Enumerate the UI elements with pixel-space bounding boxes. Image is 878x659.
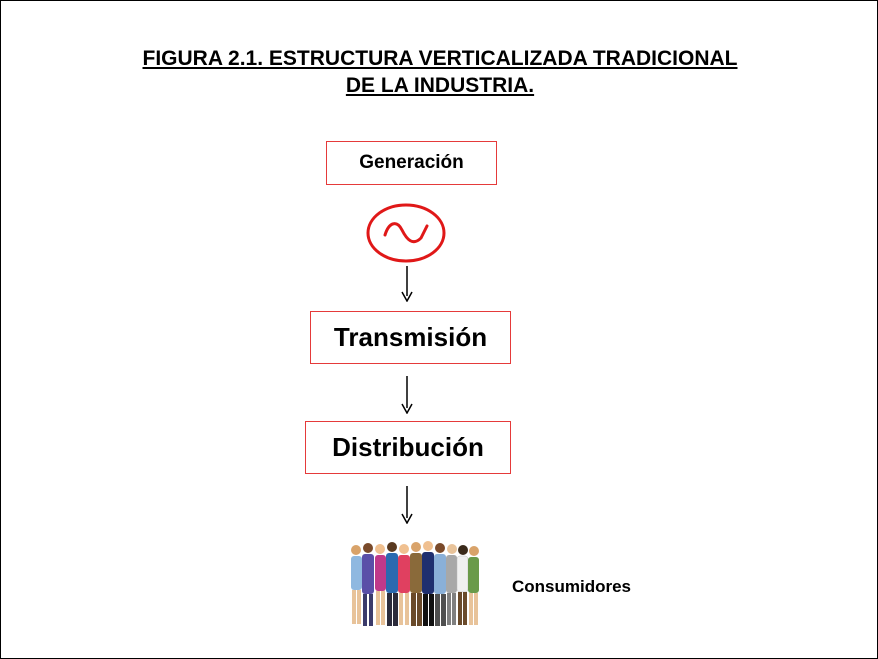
figure-title-line-2: DE LA INDUSTRIA.: [345, 74, 535, 97]
distribution-box: Distribución: [305, 421, 511, 474]
ac-generator-icon: [366, 203, 446, 263]
arrow-transmission-to-distribution: [401, 376, 413, 414]
people-crowd-icon: [351, 541, 479, 626]
arrow-generation-to-transmission: [401, 266, 413, 302]
consumers-label: Consumidores: [512, 577, 632, 596]
arrow-distribution-to-consumers: [401, 486, 413, 524]
transmission-box: Transmisión: [310, 311, 511, 364]
figure-title-line-1: FIGURA 2.1. ESTRUCTURA VERTICALIZADA TRA…: [142, 47, 738, 70]
generation-box: Generación: [326, 141, 497, 185]
figure-title: FIGURA 2.1. ESTRUCTURA VERTICALIZADA TRA…: [1, 45, 878, 99]
